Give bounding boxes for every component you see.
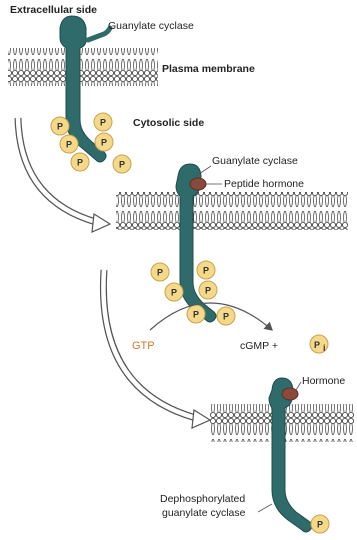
svg-text:P: P [171, 288, 177, 298]
membrane-top [8, 48, 158, 86]
receptor-bottom [269, 378, 312, 532]
svg-text:P: P [77, 158, 83, 168]
dephosphorylated-leader [258, 504, 272, 512]
dephosphorylated-label-line2: guanylate cyclase [162, 507, 246, 519]
svg-text:P: P [101, 138, 107, 148]
peptide-hormone-label: Peptide hormone [224, 178, 304, 190]
phosphate: P [197, 261, 215, 279]
transition-arrow-1 [18, 118, 110, 232]
svg-text:P: P [205, 286, 211, 296]
peptide-hormone-shape [190, 178, 206, 190]
phosphate: P [113, 155, 131, 173]
dephosphorylated-label-line1: Dephosphorylated [160, 493, 245, 505]
phosphate: P [51, 117, 69, 135]
cytosolic-side-label: Cytosolic side [133, 117, 204, 129]
svg-text:P: P [223, 312, 229, 322]
phosphate: P [151, 263, 169, 281]
phosphate: P [187, 305, 205, 323]
svg-text:P: P [157, 268, 163, 278]
svg-text:P: P [100, 118, 106, 128]
phosphate: P [165, 283, 183, 301]
svg-text:i: i [323, 343, 326, 353]
phosphate-bottom: P [311, 515, 329, 533]
pi-symbol: P i [310, 335, 328, 353]
membrane-middle [116, 192, 348, 230]
hormone-label: Hormone [302, 375, 345, 387]
phosphate: P [60, 135, 78, 153]
plasma-membrane-label: Plasma membrane [162, 63, 255, 75]
phosphate: P [217, 307, 235, 325]
hormone-bottom-shape [282, 388, 298, 400]
guanylate-cyclase-mid-label: Guanylate cyclase [212, 155, 298, 167]
svg-text:P: P [57, 122, 63, 132]
cgmp-label: cGMP + [240, 340, 278, 352]
svg-text:P: P [317, 520, 323, 530]
svg-text:P: P [119, 160, 125, 170]
svg-text:P: P [203, 266, 209, 276]
phosphate: P [199, 281, 217, 299]
guanylate-cyclase-top-label: Guanylate cyclase [108, 20, 194, 32]
phosphate: P [94, 113, 112, 131]
svg-text:P: P [314, 340, 320, 350]
svg-text:P: P [66, 140, 72, 150]
svg-text:P: P [193, 310, 199, 320]
phosphate: P [95, 133, 113, 151]
gtp-label: GTP [132, 340, 155, 352]
hormone-leader [296, 382, 301, 390]
extracellular-side-label: Extracellular side [10, 4, 97, 16]
phosphate: P [71, 153, 89, 171]
